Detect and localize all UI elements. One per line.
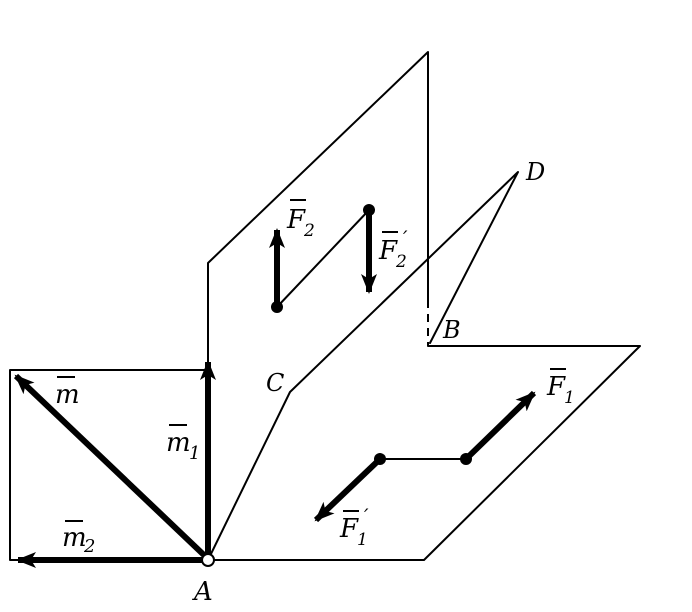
svg-text:m: m bbox=[55, 380, 80, 410]
label-m2: m 2 bbox=[62, 520, 95, 557]
svg-text:′: ′ bbox=[364, 504, 369, 528]
svg-text:1: 1 bbox=[357, 530, 368, 550]
couple-2-arm bbox=[276, 209, 370, 308]
svg-text:2: 2 bbox=[83, 536, 95, 557]
svg-text:F: F bbox=[286, 205, 306, 235]
svg-text:m: m bbox=[62, 523, 87, 553]
label-m: m bbox=[55, 376, 80, 410]
point-a-marker bbox=[201, 553, 215, 567]
couple-1-point-left bbox=[374, 453, 386, 465]
svg-text:′: ′ bbox=[403, 226, 408, 250]
inclined-plane bbox=[207, 171, 519, 561]
svg-text:1: 1 bbox=[189, 443, 200, 464]
moment-m-resultant-vector bbox=[13, 373, 208, 559]
label-f2: F 2 bbox=[286, 199, 315, 241]
svg-text:F: F bbox=[546, 372, 566, 402]
label-point-c: C bbox=[266, 369, 284, 397]
label-f2-prime: F 2 ′ bbox=[378, 226, 408, 272]
couple-2-point-upper bbox=[363, 204, 375, 216]
svg-text:2: 2 bbox=[303, 221, 315, 241]
couple-2-point-lower bbox=[271, 301, 283, 313]
label-point-a: A bbox=[192, 577, 213, 607]
label-f1-prime: F 1 ′ bbox=[339, 504, 369, 550]
force-f1-arrow bbox=[463, 390, 537, 462]
svg-text:m: m bbox=[166, 428, 191, 458]
label-m1: m 1 bbox=[166, 424, 200, 464]
svg-text:2: 2 bbox=[395, 252, 407, 272]
label-f1: F 1 bbox=[546, 368, 575, 408]
svg-text:1: 1 bbox=[564, 388, 575, 408]
label-point-b: B bbox=[442, 316, 461, 344]
svg-text:F: F bbox=[339, 514, 359, 544]
force-f1-prime-arrow bbox=[313, 456, 383, 523]
vertical-plane bbox=[207, 51, 429, 561]
svg-text:F: F bbox=[378, 236, 398, 266]
label-point-d: D bbox=[525, 158, 545, 186]
horizontal-plane bbox=[207, 345, 641, 561]
couple-1-point-right bbox=[460, 453, 472, 465]
